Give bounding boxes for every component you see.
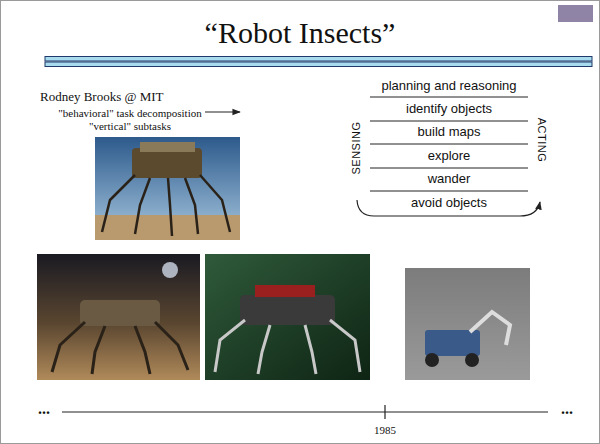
author-label: Rodney Brooks @ MIT xyxy=(40,90,164,105)
layer-label: planning and reasoning xyxy=(381,79,516,94)
robot-photo xyxy=(37,254,200,380)
layer-label: build maps xyxy=(418,125,481,140)
layer-label: identify objects xyxy=(406,102,492,117)
timeline xyxy=(62,405,548,419)
axis-label: ACTING xyxy=(536,118,549,163)
rover-photo xyxy=(405,268,530,380)
note-label: "vertical" subtasks xyxy=(89,120,171,133)
note-label: "behavioral" task decomposition xyxy=(58,107,201,120)
layer-label: explore xyxy=(428,149,471,164)
layer-label: wander xyxy=(428,172,471,187)
ellipsis-label: ... xyxy=(561,400,573,418)
robot-photo xyxy=(95,137,240,240)
ellipsis-label: ... xyxy=(38,400,50,418)
layer-label: avoid objects xyxy=(411,196,487,211)
pointer-arrow xyxy=(205,111,240,112)
axis-label: SENSING xyxy=(350,121,363,174)
corner-tab xyxy=(558,5,593,22)
robot-photo xyxy=(205,254,370,380)
slide-title: “Robot Insects” xyxy=(205,16,396,51)
layer-lines xyxy=(370,97,528,191)
year-label: 1985 xyxy=(374,424,396,437)
title-rule xyxy=(45,57,592,67)
